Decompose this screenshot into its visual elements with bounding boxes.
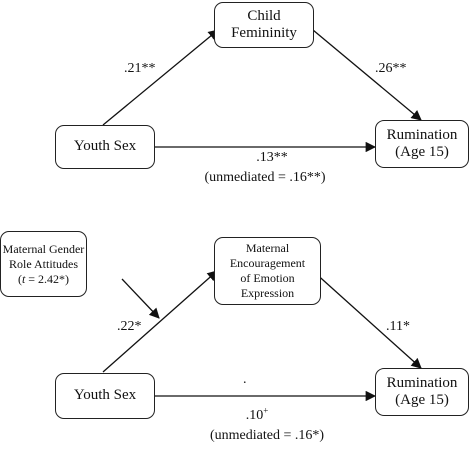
mediator-line4: Expression: [240, 286, 295, 300]
path-c-prime-bottom-value: .10: [245, 408, 264, 423]
moderator-line2: Role Attitudes: [9, 256, 78, 271]
moderator-t-stat: (t = 2.42*): [18, 272, 69, 287]
path-b-bottom-label: .11*: [386, 319, 410, 334]
moderator-t-value: = 2.42*): [25, 271, 70, 286]
node-maternal-encouragement: Maternal Encouragement of Emotion Expres…: [214, 237, 321, 305]
path-a-bottom-label: .22*: [117, 319, 142, 334]
path-a-top-label: .21**: [124, 61, 156, 76]
node-child-femininity: Child Femininity: [214, 2, 314, 48]
node-maternal-gender-role-attitudes: Maternal Gender Role Attitudes (t = 2.42…: [0, 231, 87, 297]
total-effect-bottom-label: (unmediated = .16*): [209, 428, 325, 443]
node-child-femininity-line1: Child: [247, 7, 281, 24]
node-youth-sex-top-label: Youth Sex: [73, 138, 137, 155]
path-b-top-label: .26**: [375, 61, 407, 76]
arrow-sex-to-mediator: [102, 270, 218, 373]
node-child-femininity-line2: Femininity: [231, 25, 297, 41]
path-c-prime-bottom-sup: +: [263, 405, 269, 416]
node-rumination-bottom: Rumination (Age 15): [375, 368, 469, 416]
node-youth-sex-bottom-label: Youth Sex: [73, 387, 137, 404]
node-rumination-top-line1: Rumination: [386, 126, 458, 143]
path-c-prime-bottom-label: .10+: [245, 405, 269, 424]
moderator-t-open: (: [17, 271, 22, 286]
total-effect-top-label: (unmediated = .16**): [204, 170, 326, 185]
mediator-line1: Maternal: [245, 241, 290, 255]
moderator-line1: Maternal Gender: [2, 241, 85, 256]
node-youth-sex-bottom: Youth Sex: [55, 373, 155, 419]
moderator-t-var: t: [21, 271, 26, 286]
arrow-femininity-to-rumination: [312, 29, 422, 121]
stray-dot: .: [243, 372, 247, 387]
arrow-moderator-to-path: [121, 278, 160, 319]
node-youth-sex-top: Youth Sex: [55, 125, 155, 169]
arrow-mediator-to-rumination: [312, 270, 422, 369]
node-rumination-bottom-line2: (Age 15): [395, 392, 449, 408]
mediator-line2: Encouragement: [229, 256, 306, 270]
path-c-prime-top-label: .13**: [256, 150, 288, 165]
node-rumination-top-line2: (Age 15): [395, 144, 449, 160]
mediator-line3: of Emotion: [240, 271, 295, 285]
node-rumination-bottom-line1: Rumination: [386, 374, 458, 391]
arrow-sex-to-femininity: [102, 29, 219, 126]
node-rumination-top: Rumination (Age 15): [375, 120, 469, 168]
